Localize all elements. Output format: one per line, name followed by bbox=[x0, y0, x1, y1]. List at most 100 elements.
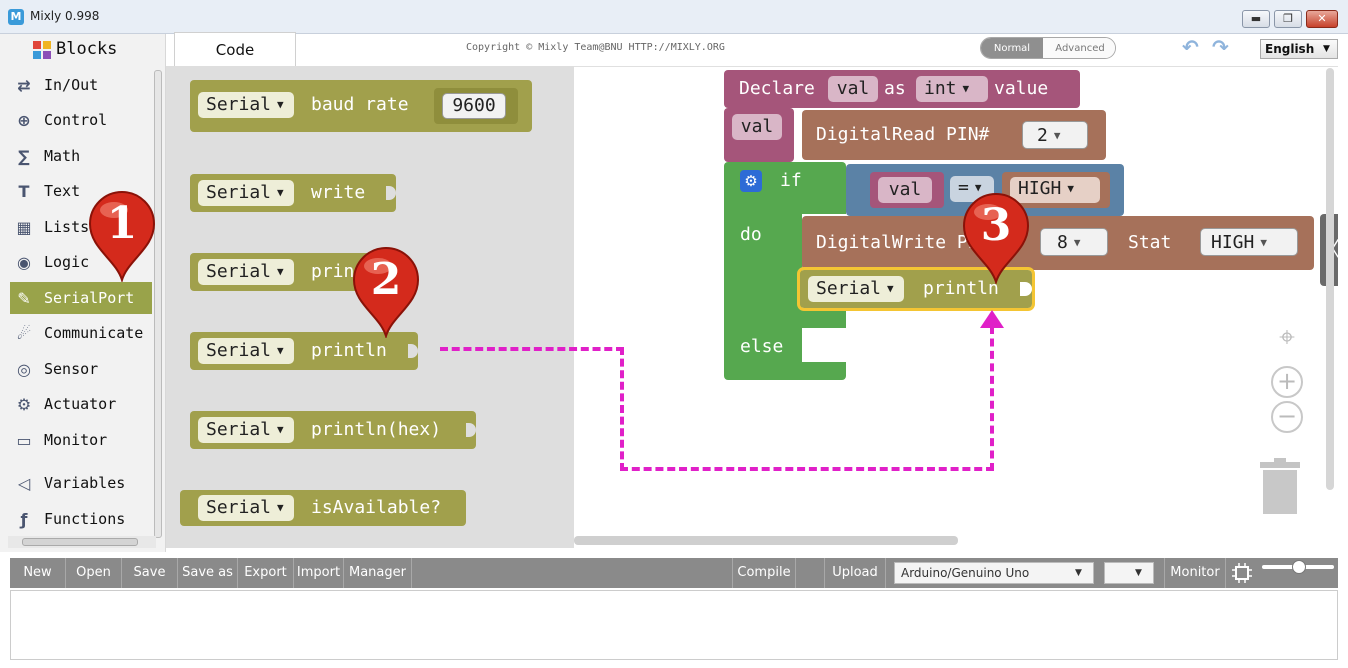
category-logic[interactable]: ◉Logic bbox=[10, 246, 152, 278]
monitor-icon: ▭ bbox=[16, 431, 32, 450]
workspace-hscrollbar[interactable] bbox=[574, 536, 958, 545]
block-serial-is-available[interactable]: Serial▼ isAvailable? bbox=[180, 490, 466, 526]
chip-icon[interactable] bbox=[1232, 563, 1252, 583]
window-title: Mixly 0.998 bbox=[30, 9, 100, 23]
scroll-thumb[interactable] bbox=[22, 538, 138, 546]
tab-code[interactable]: Code bbox=[174, 32, 296, 66]
blocks-tab[interactable]: Blocks bbox=[0, 34, 166, 64]
serial-dropdown[interactable]: Serial▼ bbox=[808, 276, 904, 302]
compile-button[interactable]: Compile bbox=[732, 558, 796, 588]
baud-value-input[interactable]: 9600 bbox=[442, 93, 506, 119]
is-available-label: isAvailable? bbox=[311, 497, 442, 518]
category-serialport[interactable]: ✎SerialPort bbox=[10, 282, 152, 314]
satellite-icon: ☄ bbox=[16, 324, 32, 343]
marker-number: 2 bbox=[370, 254, 402, 305]
size-slider-handle[interactable] bbox=[1292, 560, 1306, 574]
close-button[interactable]: ✕ bbox=[1306, 10, 1338, 28]
category-scrollbar[interactable] bbox=[154, 70, 162, 538]
category-control[interactable]: ⊕Control bbox=[10, 104, 152, 136]
serial-dropdown[interactable]: Serial▼ bbox=[198, 495, 294, 521]
block-serial-println[interactable]: Serial▼ println bbox=[190, 332, 418, 370]
serial-dropdown[interactable]: Serial▼ bbox=[198, 417, 294, 443]
digital-read-label: DigitalRead PIN# bbox=[816, 124, 990, 145]
sensor-icon: ◎ bbox=[17, 360, 31, 379]
marker-step-3: 3 bbox=[960, 192, 1032, 286]
category-inout[interactable]: ⇄In/Out bbox=[10, 69, 152, 101]
category-actuator[interactable]: ⚙Actuator bbox=[10, 388, 152, 420]
type-dropdown[interactable]: int▼ bbox=[916, 76, 988, 102]
category-hscrollbar[interactable] bbox=[8, 536, 156, 548]
open-button[interactable]: Open bbox=[66, 558, 122, 588]
mode-toggle[interactable]: Normal Advanced bbox=[980, 37, 1116, 59]
drag-guide-segment bbox=[440, 347, 624, 351]
chevron-down-icon: ▼ bbox=[1323, 44, 1330, 54]
as-label: as bbox=[884, 78, 906, 99]
mode-normal-button[interactable]: Normal bbox=[981, 38, 1043, 58]
recenter-icon[interactable]: ⌖ bbox=[1279, 320, 1295, 353]
mode-advanced-button[interactable]: Advanced bbox=[1043, 38, 1115, 58]
stat-dropdown[interactable]: HIGH▼ bbox=[1200, 228, 1298, 256]
compare-right-value[interactable]: HIGH▼ bbox=[1002, 172, 1110, 208]
variable-val-field[interactable]: val bbox=[732, 114, 782, 140]
port-select[interactable]: ▼ bbox=[1104, 562, 1154, 584]
category-sensor[interactable]: ◎Sensor bbox=[10, 353, 152, 385]
category-math[interactable]: ∑Math bbox=[10, 140, 152, 172]
serial-dropdown[interactable]: Serial▼ bbox=[198, 259, 294, 285]
compare-left-variable[interactable]: val bbox=[870, 172, 944, 208]
block-serial-write[interactable]: Serial▼ write bbox=[190, 174, 396, 212]
maximize-button[interactable]: ❐ bbox=[1274, 10, 1302, 28]
workspace-vscrollbar[interactable] bbox=[1326, 68, 1334, 490]
language-select[interactable]: English ▼ bbox=[1260, 39, 1338, 59]
export-button[interactable]: Export bbox=[238, 558, 294, 588]
board-select[interactable]: Arduino/Genuino Uno ▼ bbox=[894, 562, 1094, 584]
copyright-text: Copyright © Mixly Team@BNU HTTP://MIXLY.… bbox=[466, 42, 725, 53]
manager-button[interactable]: Manager bbox=[344, 558, 412, 588]
write-pin-dropdown[interactable]: 8▼ bbox=[1040, 228, 1108, 256]
block-input-notch bbox=[466, 423, 476, 437]
serial-dropdown[interactable]: Serial▼ bbox=[198, 92, 294, 118]
save-button[interactable]: Save bbox=[122, 558, 178, 588]
serial-dropdown[interactable]: Serial▼ bbox=[198, 180, 294, 206]
undo-icon[interactable]: ↶ bbox=[1182, 35, 1199, 59]
plug-icon: ✎ bbox=[17, 289, 31, 308]
category-monitor[interactable]: ▭Monitor bbox=[10, 424, 152, 456]
gear-icon: ⚙ bbox=[16, 395, 32, 414]
unity-icon: ◁ bbox=[17, 474, 31, 493]
print-label: print bbox=[311, 261, 366, 282]
new-button[interactable]: New bbox=[10, 558, 66, 588]
gear-icon[interactable]: ⚙ bbox=[740, 170, 762, 192]
arrow-up-icon bbox=[980, 310, 1004, 328]
category-variables[interactable]: ◁Variables bbox=[10, 467, 152, 499]
else-label: else bbox=[740, 336, 784, 357]
chevron-down-icon: ▼ bbox=[1135, 568, 1142, 578]
block-declare-variable[interactable]: Declare val as int▼ value bbox=[724, 70, 1080, 108]
high-dropdown[interactable]: HIGH▼ bbox=[1010, 177, 1100, 203]
compare-var-field[interactable]: val bbox=[878, 177, 932, 203]
digital-write-label: DigitalWrite PIN# bbox=[816, 232, 1001, 253]
upload-button[interactable]: Upload bbox=[824, 558, 886, 588]
redo-icon[interactable]: ↷ bbox=[1212, 35, 1229, 59]
output-console[interactable] bbox=[10, 590, 1338, 660]
block-serial-print[interactable]: Serial▼ print bbox=[190, 253, 380, 291]
block-serial-println-hex[interactable]: Serial▼ println(hex) bbox=[190, 411, 476, 449]
category-communicate[interactable]: ☄Communicate bbox=[10, 317, 152, 349]
block-serial-baud-rate[interactable]: Serial▼ baud rate 9600 bbox=[190, 80, 532, 132]
category-lists[interactable]: ▦Lists bbox=[10, 211, 152, 243]
read-pin-dropdown[interactable]: 2▼ bbox=[1022, 121, 1088, 149]
zoom-out-icon[interactable]: − bbox=[1271, 401, 1303, 433]
block-digital-read[interactable]: DigitalRead PIN# 2▼ bbox=[802, 110, 1106, 160]
variable-name-field[interactable]: val bbox=[828, 76, 878, 102]
chevron-down-icon: ▼ bbox=[887, 282, 894, 295]
println-hex-label: println(hex) bbox=[311, 419, 442, 440]
monitor-button[interactable]: Monitor bbox=[1164, 558, 1226, 588]
import-button[interactable]: Import bbox=[294, 558, 344, 588]
zoom-in-icon[interactable]: + bbox=[1271, 366, 1303, 398]
block-digital-write[interactable]: DigitalWrite PIN# 8▼ Stat HIGH▼ bbox=[802, 216, 1314, 270]
trash-icon[interactable] bbox=[1258, 458, 1302, 516]
minimize-button[interactable]: ▬ bbox=[1242, 10, 1270, 28]
save-as-button[interactable]: Save as bbox=[178, 558, 238, 588]
serial-dropdown[interactable]: Serial▼ bbox=[198, 338, 294, 364]
chevron-down-icon: ▼ bbox=[1075, 568, 1082, 578]
